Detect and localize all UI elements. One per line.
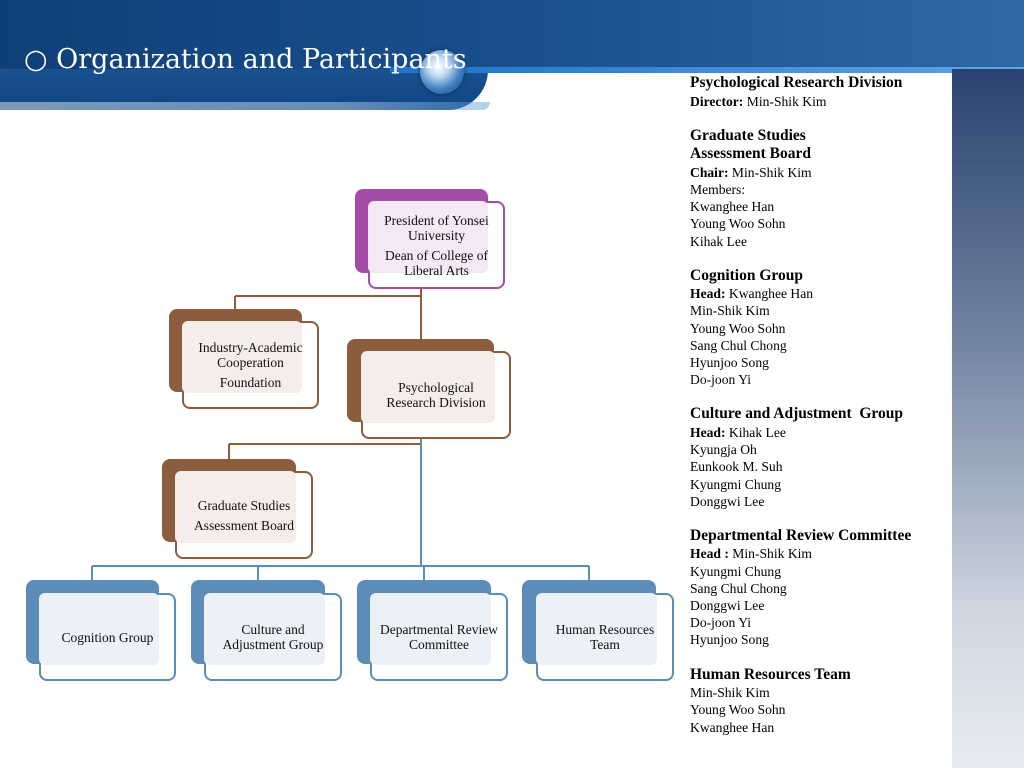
side-gradient-strip — [952, 69, 1024, 768]
cognition-group-box: Cognition Group — [39, 593, 176, 681]
hr-team-box: Human Resources Team — [536, 593, 674, 681]
cognition-section: Cognition Group Head: Kwanghee Han Min-S… — [690, 267, 960, 389]
psych-section-title: Psychological Research Division — [690, 74, 903, 91]
list-item: Young Woo Sohn — [690, 702, 786, 718]
list-item: Do-joon Yi — [690, 615, 752, 631]
cognition-head-line: Head: Kwanghee Han — [690, 285, 960, 302]
list-item: Kwanghee Han — [690, 719, 775, 735]
culture-section: Culture and Adjustment Group Head: Kihak… — [690, 405, 960, 510]
psych-role-name: Min-Shik Kim — [746, 93, 827, 109]
list-item: Kyungmi Chung — [690, 563, 782, 579]
president-box: President of Yonsei University Dean of C… — [368, 201, 505, 289]
review-committee-label: Departmental Review Committee — [379, 622, 499, 652]
grad-section-title-2: Assessment Board — [690, 145, 811, 163]
participants-list: Psychological Research Division Director… — [690, 74, 960, 753]
list-item: Donggwi Lee — [690, 598, 765, 614]
cognition-group-label: Cognition Group — [61, 629, 154, 645]
header-tab-edge — [0, 102, 490, 110]
president-line2: Dean of College of Liberal Arts — [384, 247, 489, 278]
grad-section-title-1: Graduate Studies — [690, 126, 806, 144]
culture-role-label: Head: — [690, 424, 726, 440]
culture-group-label: Culture and Adjustment Group — [222, 622, 324, 652]
grad-members-label: Members: — [690, 181, 746, 197]
grad-chair-line: Chair: Min-Shik Kim — [690, 164, 960, 181]
list-item: Hyunjoo Song — [690, 632, 769, 648]
list-item: Kyungja Oh — [690, 442, 757, 458]
industry-line1: Industry-Academic Cooperation — [198, 340, 303, 370]
header-band — [0, 0, 1024, 69]
list-item: Eunkook M. Suh — [690, 459, 783, 475]
list-item: Min-Shik Kim — [690, 685, 770, 701]
culture-head-line: Head: Kihak Lee — [690, 424, 960, 441]
list-item: Min-Shik Kim — [690, 303, 770, 319]
president-line1: President of Yonsei University — [384, 212, 489, 243]
cognition-role-label: Head: — [690, 286, 726, 302]
list-item: Kwanghee Han — [690, 199, 775, 215]
industry-box: Industry-Academic Cooperation Foundation — [182, 321, 319, 409]
review-committee-box: Departmental Review Committee — [370, 593, 508, 681]
hr-section: Human Resources Team Min-Shik Kim Young … — [690, 666, 960, 736]
review-role-name: Min-Shik Kim — [732, 546, 812, 562]
hr-team-label: Human Resources Team — [555, 622, 655, 652]
header-accent-line — [390, 67, 1024, 73]
list-item: Hyunjoo Song — [690, 355, 769, 371]
list-item: Donggwi Lee — [690, 493, 765, 509]
org-connectors — [91, 289, 590, 581]
grad-board-line2: Assessment Board — [193, 517, 295, 533]
grad-board-box: Graduate Studies Assessment Board — [175, 471, 313, 559]
review-section-title: Departmental Review Committee — [690, 526, 912, 544]
psych-division-label: Psychological Research Division — [386, 380, 486, 410]
grad-role-name: Min-Shik Kim — [731, 164, 812, 180]
list-item: Sang Chul Chong — [690, 337, 787, 353]
industry-line2: Foundation — [219, 375, 282, 390]
list-item: Sang Chul Chong — [690, 580, 787, 596]
psych-division-box: Psychological Research Division — [361, 351, 511, 439]
list-item: Kyungmi Chung — [690, 476, 782, 492]
hr-section-title: Human Resources Team — [690, 665, 851, 683]
review-head-line: Head : Min-Shik Kim — [690, 545, 960, 562]
cognition-section-title: Cognition Group — [690, 266, 803, 284]
grad-role-label: Chair: — [690, 164, 729, 180]
list-item: Kihak Lee — [690, 233, 747, 249]
review-section: Departmental Review Committee Head : Min… — [690, 527, 960, 649]
cognition-role-name: Kwanghee Han — [728, 286, 814, 302]
psych-role-label: Director: — [690, 93, 744, 109]
culture-section-title: Culture and Adjustment Group — [690, 405, 904, 423]
review-role-label: Head : — [690, 546, 729, 562]
grad-section: Graduate Studies Assessment Board Chair:… — [690, 127, 960, 250]
culture-role-name: Kihak Lee — [728, 424, 786, 440]
header-tab — [0, 69, 488, 110]
psych-section: Psychological Research Division Director… — [690, 74, 960, 110]
list-item: Young Woo Sohn — [690, 320, 786, 336]
list-item: Young Woo Sohn — [690, 216, 786, 232]
culture-group-box: Culture and Adjustment Group — [204, 593, 342, 681]
page-title: ○ Organization and Participants — [24, 44, 467, 75]
psych-director-line: Director: Min-Shik Kim — [690, 93, 960, 110]
list-item: Do-joon Yi — [690, 372, 752, 388]
orb-icon — [420, 50, 464, 94]
grad-board-line1: Graduate Studies — [197, 497, 291, 513]
